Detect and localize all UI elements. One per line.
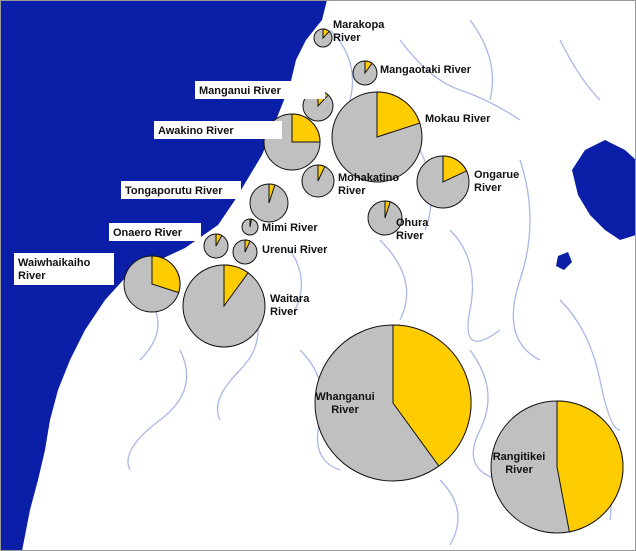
river-network: [127, 19, 621, 546]
stream-line: [559, 299, 621, 431]
label-manganui: Manganui River: [195, 81, 325, 99]
label-line-ongarue: River: [474, 182, 502, 194]
pie-mangaotaki: [352, 60, 378, 86]
pie-share-mangaotaki: [364, 60, 373, 75]
label-line-mangaotaki: Mangaotaki River: [380, 64, 472, 76]
stream-line: [399, 39, 521, 121]
label-line-rangitikei: Rangitikei: [493, 451, 546, 463]
label-line-mohakatino: Mohakatino: [338, 172, 399, 184]
pie-mimi: [241, 218, 259, 236]
label-line-waiwhaikaiho: Waiwhaikaiho: [18, 257, 91, 269]
label-line-manganui: Manganui River: [199, 85, 282, 97]
stream-line: [512, 159, 541, 361]
pie-share-urenui: [244, 239, 251, 253]
label-box-tongaporutu: [121, 181, 241, 199]
label-line-ohura: Ohura: [396, 217, 429, 229]
pie-tongaporutu: [249, 183, 289, 223]
stream-line: [449, 229, 501, 342]
label-line-mohakatino: River: [338, 185, 366, 197]
pie-waiwhaikaiho: [123, 255, 181, 313]
pie-share-mohakatino: [317, 164, 326, 182]
pie-share-ongarue: [442, 155, 468, 183]
label-line-onaero: Onaero River: [113, 227, 183, 239]
label-line-urenui: Urenui River: [262, 244, 328, 256]
stream-line: [559, 39, 601, 101]
lake-small: [556, 252, 572, 270]
label-box-waiwhaikaiho: [14, 253, 114, 285]
label-line-awakino: Awakino River: [158, 125, 234, 137]
label-onaero: Onaero River: [109, 223, 201, 241]
pie-mohakatino: [301, 164, 335, 198]
label-line-waitara: River: [270, 306, 298, 318]
pie-share-waitara: [223, 264, 249, 308]
label-box-onaero: [109, 223, 201, 241]
pie-whanganui: [314, 324, 472, 482]
stream-line: [469, 349, 501, 481]
pie-ongarue: [416, 155, 470, 209]
label-awakino: Awakino River: [154, 121, 282, 139]
label-urenui: Urenui River: [262, 244, 328, 256]
pie-waitara: [182, 264, 266, 348]
pie-share-onaero: [215, 233, 223, 247]
label-line-whanganui: River: [331, 404, 359, 416]
label-line-waiwhaikaiho: River: [18, 270, 46, 282]
pie-share-rangitikei: [556, 400, 624, 533]
pie-share-mimi: [249, 218, 253, 228]
stream-line: [469, 19, 494, 101]
pie-onaero: [203, 233, 229, 259]
pie-share-mokau: [376, 91, 421, 138]
stream-line: [127, 349, 188, 471]
label-box-awakino: [154, 121, 282, 139]
label-line-marakopa: River: [333, 32, 361, 44]
pie-share-waiwhaikaiho: [151, 255, 181, 294]
pie-urenui: [232, 239, 258, 265]
pie-share-ohura: [384, 200, 391, 219]
pie-share-tongaporutu: [268, 183, 276, 204]
stream-line: [379, 239, 408, 321]
label-line-rangitikei: River: [505, 464, 533, 476]
pie-share-whanganui: [392, 324, 472, 467]
pie-rangitikei: [490, 400, 624, 534]
label-line-ohura: River: [396, 230, 424, 242]
stream-line: [439, 479, 459, 546]
label-line-mimi: Mimi River: [262, 222, 318, 234]
stream-line: [289, 249, 303, 311]
pie-mokau: [331, 91, 423, 183]
label-line-waitara: Waitara: [270, 293, 310, 305]
label-box-manganui: [195, 81, 325, 99]
label-tongaporutu: Tongaporutu River: [121, 181, 241, 199]
label-line-whanganui: Whanganui: [315, 391, 374, 403]
pie-share-awakino: [291, 113, 321, 143]
label-line-marakopa: Marakopa: [333, 19, 385, 31]
lake-taupo: [572, 140, 636, 240]
pie-ohura: [367, 200, 403, 236]
label-mangaotaki: Mangaotaki River: [380, 64, 472, 76]
label-mimi: Mimi River: [262, 222, 318, 234]
label-line-tongaporutu: Tongaporutu River: [125, 185, 223, 197]
label-mokau: Mokau River: [425, 113, 491, 125]
label-line-ongarue: Ongarue: [474, 169, 519, 181]
pie-share-marakopa: [322, 28, 330, 40]
label-line-mokau: Mokau River: [425, 113, 491, 125]
pie-marakopa: [313, 28, 333, 48]
